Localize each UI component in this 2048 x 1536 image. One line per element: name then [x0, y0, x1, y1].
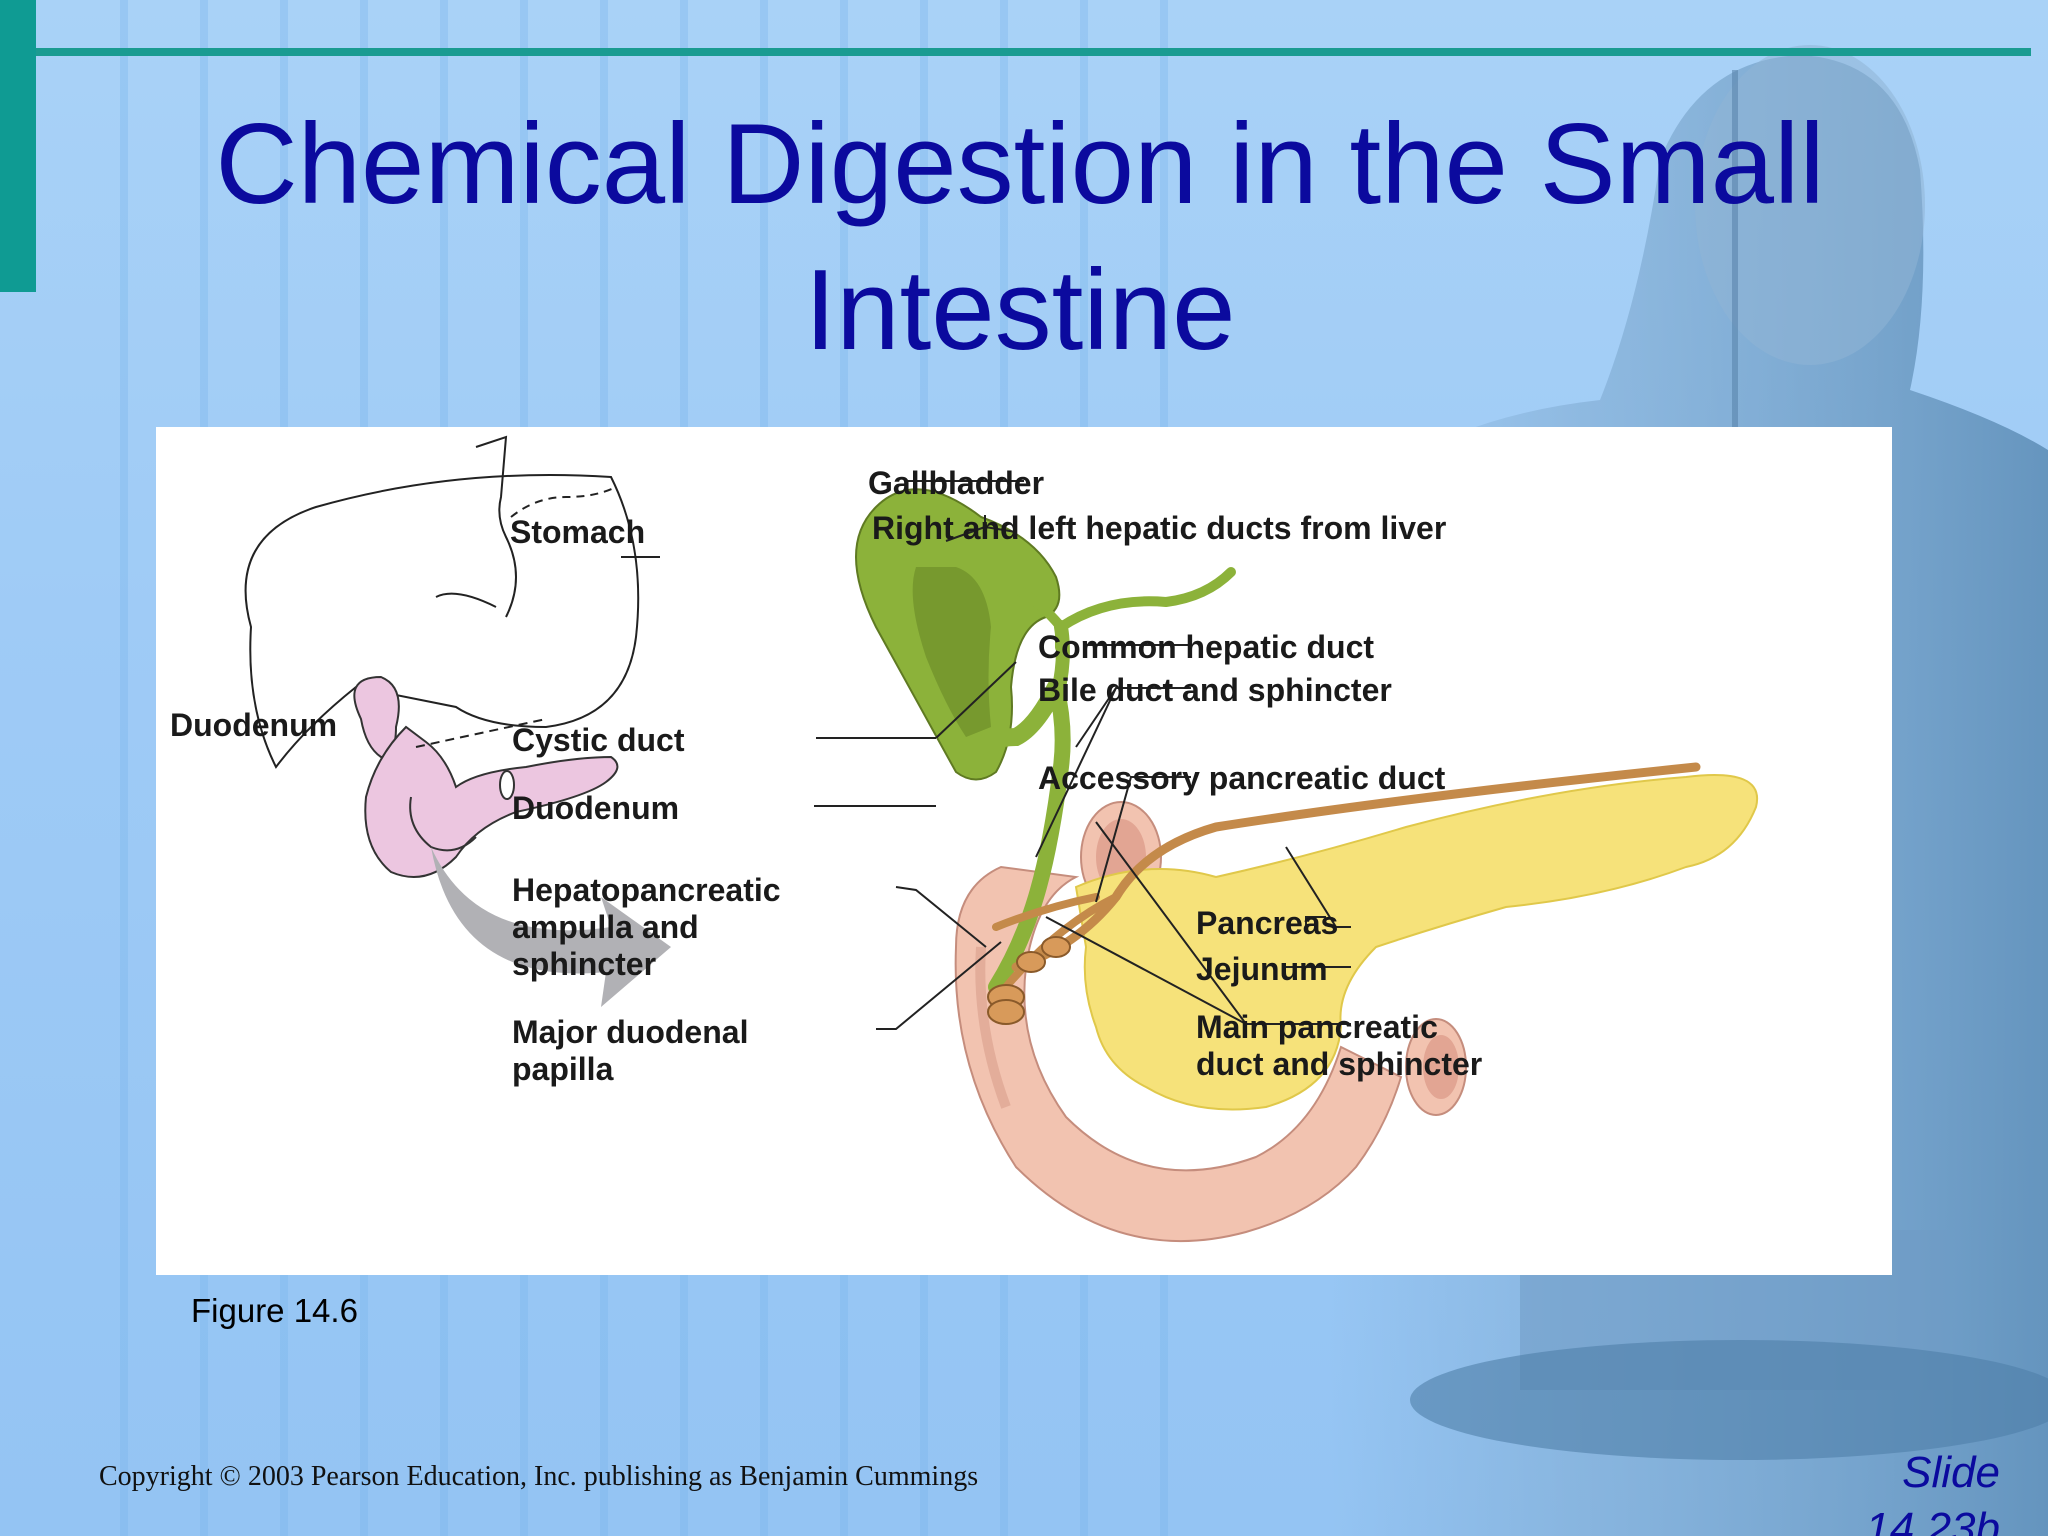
- label-hepatopancreatic-ampulla: Hepatopancreatic ampulla and sphincter: [512, 872, 781, 982]
- arrow-shape: [431, 847, 671, 1007]
- slide-number: Slide 14.23b: [1865, 1448, 2000, 1536]
- duct-network: [957, 567, 1701, 995]
- label-duodenum: Duodenum: [512, 790, 680, 826]
- accent-line: [36, 48, 2031, 56]
- label-major-duodenal-papilla: Major duodenal papilla: [512, 1014, 749, 1087]
- leader-lines: [621, 480, 1351, 1030]
- slide-title: Chemical Digestion in the Small Intestin…: [215, 101, 1825, 374]
- label-common-hepatic-duct: Common hepatic duct: [1038, 629, 1375, 665]
- bg-stripe: [120, 0, 128, 1536]
- label-pancreas: Pancreas: [1196, 905, 1339, 941]
- label-main-pancreatic-duct: Main pancreatic duct and sphincter: [1196, 1009, 1483, 1082]
- label-duodenum-overview: Duodenum: [170, 707, 338, 743]
- copyright-notice: Copyright © 2003 Pearson Education, Inc.…: [99, 1461, 979, 1492]
- label-bile-duct: Bile duct and sphincter: [1038, 672, 1392, 708]
- figure-caption: Figure 14.6: [191, 1292, 358, 1329]
- label-cystic-duct: Cystic duct: [512, 722, 685, 758]
- pancreas-shape: [1074, 774, 1759, 1111]
- label-hepatic-ducts: Right and left hepatic ducts from liver: [872, 510, 1447, 546]
- label-gallbladder: Gallbladder: [868, 465, 1045, 501]
- sphincter-coils: [987, 936, 1071, 1025]
- stomach-duodenum-pink: [353, 675, 619, 878]
- label-stomach: Stomach: [510, 514, 646, 550]
- overview-illustration: [244, 435, 640, 769]
- accent-bar: [0, 0, 36, 292]
- small-intestine-diagram: [244, 435, 1759, 1242]
- label-accessory-pancreatic-duct: Accessory pancreatic duct: [1038, 760, 1446, 796]
- label-jejunum: Jejunum: [1196, 951, 1328, 987]
- figure-panel: Stomach Duodenum Gallbladder Right and l…: [156, 427, 1892, 1275]
